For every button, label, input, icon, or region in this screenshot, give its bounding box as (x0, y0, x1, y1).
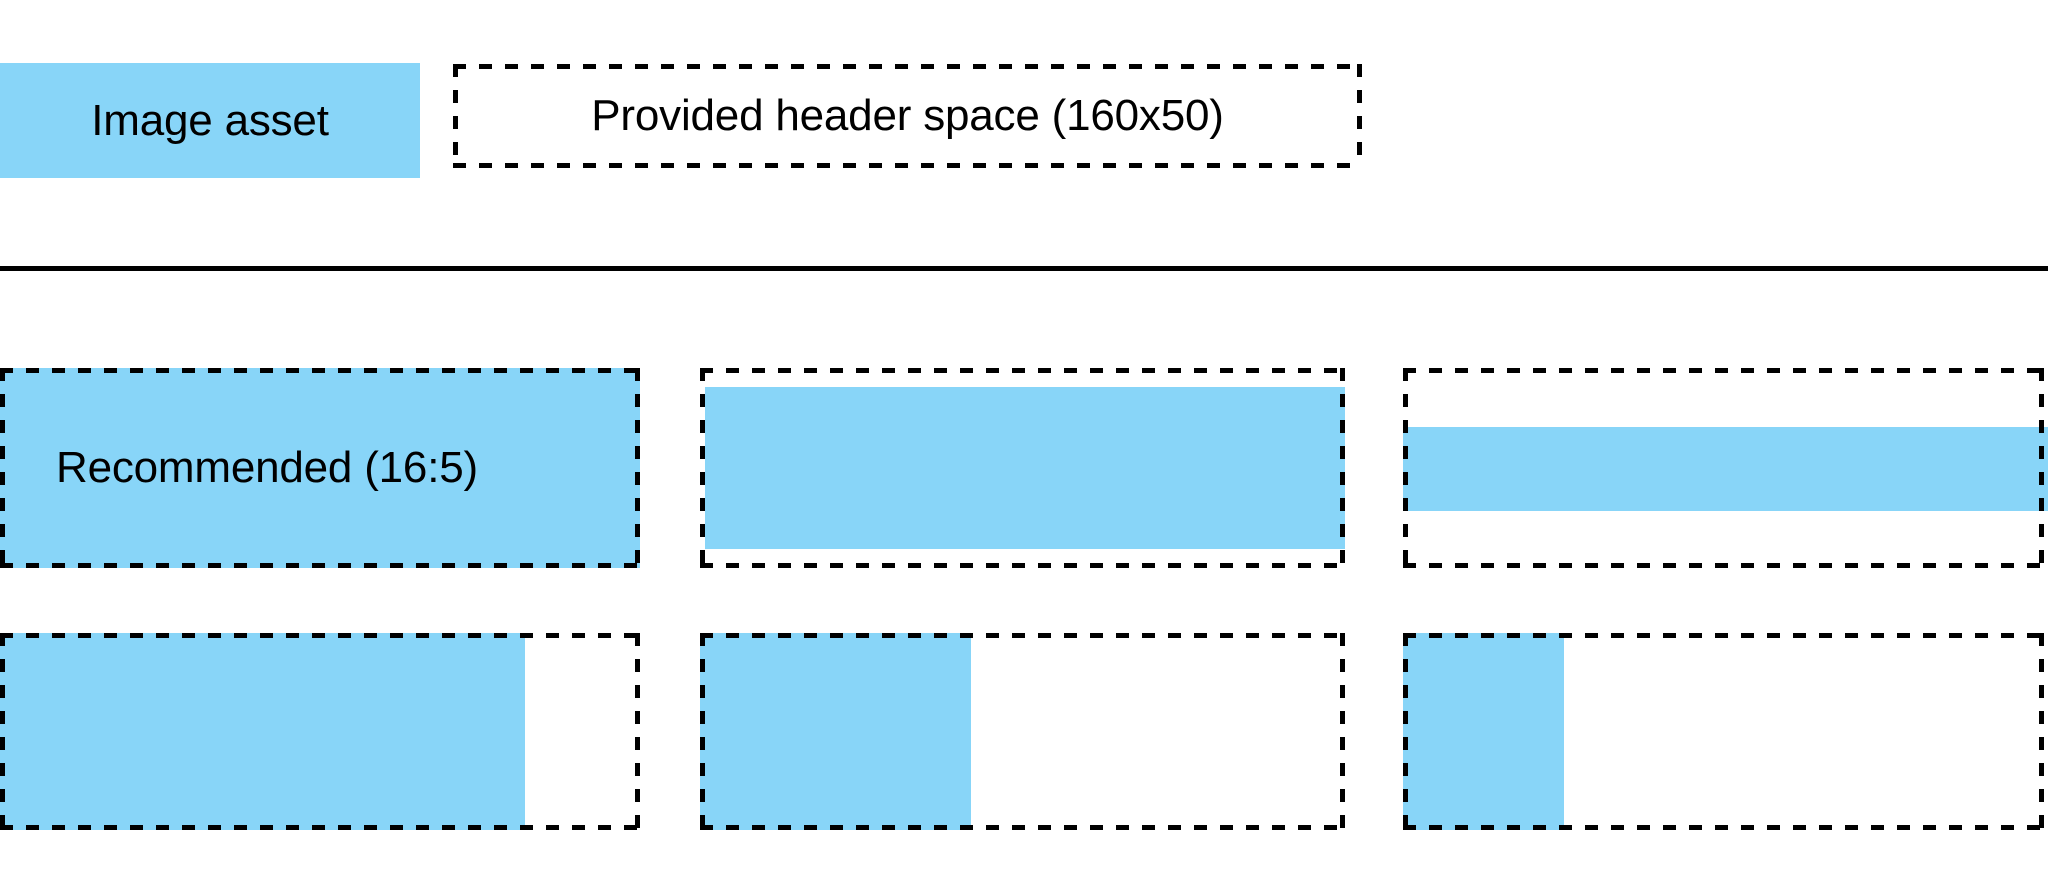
dashed-border-top (700, 368, 1345, 373)
dashed-border (1403, 368, 2044, 568)
dashed-border-left (700, 633, 705, 830)
dashed-border-bottom (700, 825, 1345, 830)
dashed-border-top (700, 633, 1345, 638)
example-cell-left-aligned-narrow-asset (1403, 633, 2048, 830)
example-cell-wide-short-asset (700, 368, 1345, 568)
asset-fill (700, 633, 971, 830)
dashed-border-left (0, 633, 5, 830)
dashed-border-bottom (0, 563, 640, 568)
dashed-border-top (0, 368, 640, 373)
example-cell-recommended-16-5: Recommended (16:5) (0, 368, 640, 568)
dashed-border-top (0, 633, 640, 638)
dashed-border-bottom (0, 825, 640, 830)
section-divider (0, 266, 2048, 271)
asset-fill (1403, 633, 1565, 830)
asset-fill (0, 368, 640, 568)
dashed-border-right (1340, 633, 1345, 830)
dashed-border (1403, 633, 2044, 830)
dashed-border-right (635, 368, 640, 568)
dashed-border (0, 368, 640, 568)
dashed-border-right (1357, 64, 1362, 168)
dashed-border-top (1403, 633, 2044, 638)
dashed-border-right (2039, 368, 2044, 568)
example-cell-left-aligned-wide-asset (0, 633, 640, 830)
dashed-border-right (1340, 368, 1345, 568)
image-asset-swatch: Image asset (0, 63, 420, 178)
dashed-border-left (700, 368, 705, 568)
dashed-border-left (453, 64, 458, 168)
dashed-border-bottom (1403, 825, 2044, 830)
dashed-border-right (2039, 633, 2044, 830)
dashed-border-bottom (453, 163, 1362, 168)
dashed-border-bottom (700, 563, 1345, 568)
dashed-border (700, 633, 1345, 830)
provided-header-space-label: Provided header space (160x50) (591, 91, 1224, 140)
dashed-border-top (1403, 368, 2044, 373)
dashed-border-bottom (1403, 563, 2044, 568)
asset-fill (0, 633, 525, 830)
dashed-border-left (1403, 633, 1408, 830)
asset-fill (1403, 427, 2048, 511)
provided-header-space-box: Provided header space (160x50) (453, 64, 1362, 168)
legend-row: Image asset Provided header space (160x5… (0, 0, 2048, 268)
aspect-ratio-examples-grid: Recommended (16:5) (0, 271, 2048, 896)
dashed-border-top (453, 64, 1362, 69)
dashed-border (0, 633, 640, 830)
dashed-border-left (1403, 368, 1408, 568)
dashed-border (453, 64, 1362, 168)
dashed-border (700, 368, 1345, 568)
example-cell-wide-thin-asset (1403, 368, 2048, 568)
dashed-border-right (635, 633, 640, 830)
image-asset-label: Image asset (91, 95, 329, 145)
dashed-border-left (0, 368, 5, 568)
example-cell-left-aligned-medium-asset (700, 633, 1345, 830)
asset-fill (705, 387, 1345, 549)
